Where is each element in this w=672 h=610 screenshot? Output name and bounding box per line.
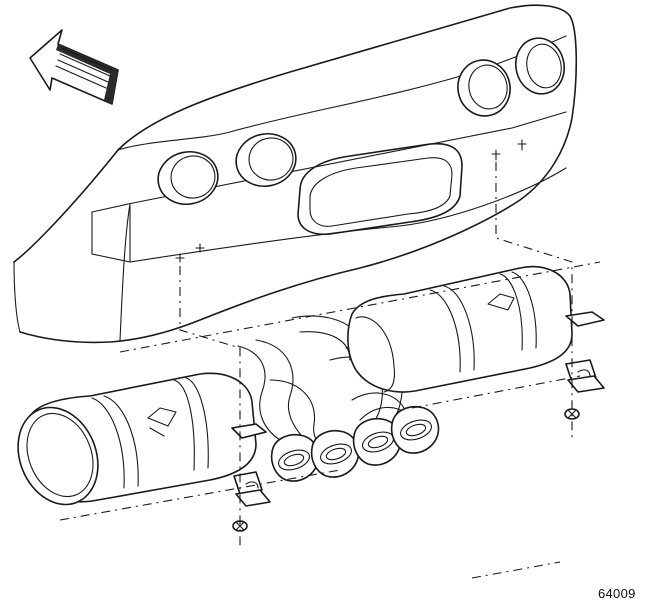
fascia-stud-left (175, 243, 205, 263)
rear-fascia (13, 4, 578, 344)
taillight-right-inner (457, 59, 511, 117)
exhaust-tip-4 (390, 406, 440, 454)
figure-code: 64009 (598, 586, 636, 601)
forward-arrow-icon (29, 29, 119, 105)
taillight-right-outer (515, 37, 565, 95)
right-hanger-assembly (564, 311, 605, 420)
exhaust-tip-2 (310, 430, 360, 478)
left-muffler (17, 372, 257, 506)
fascia-stud-right (491, 139, 527, 161)
alignment-centerlines (59, 162, 601, 579)
right-muffler (347, 265, 573, 393)
taillight-left-inner (235, 133, 297, 187)
taillight-left-outer (157, 151, 219, 205)
license-plate-recess (297, 142, 463, 236)
